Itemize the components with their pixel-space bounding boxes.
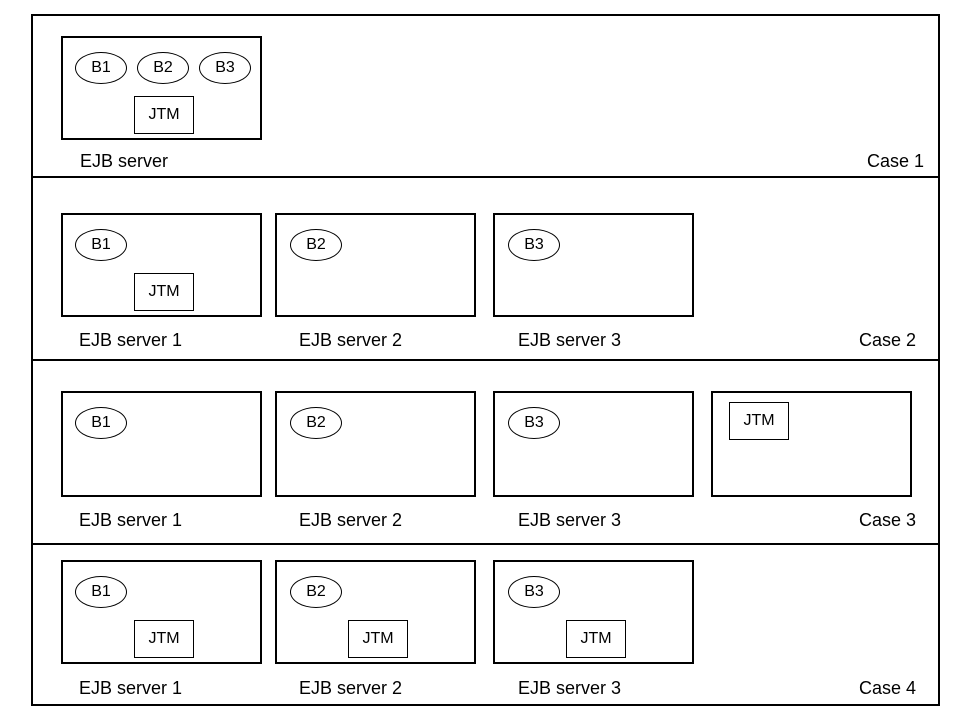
case4-server-1-label: EJB server 1 xyxy=(79,678,183,698)
case4-server-3-label: EJB server 3 xyxy=(518,678,622,698)
jtm-box: JTM xyxy=(134,620,194,658)
case2-ejb-server-3-box: B3 xyxy=(493,213,694,317)
case2-ejb-server-1-box: B1 JTM xyxy=(61,213,262,317)
case1-server-label: EJB server xyxy=(80,151,169,171)
case4-ejb-server-2-box: B2 JTM xyxy=(275,560,476,664)
bean-b2: B2 xyxy=(290,229,342,261)
bean-b2: B2 xyxy=(137,52,189,84)
case1-ejb-server-box: B1 B2 B3 JTM xyxy=(61,36,262,140)
bean-b2: B2 xyxy=(290,576,342,608)
bean-b3: B3 xyxy=(199,52,251,84)
case3-server-2-label: EJB server 2 xyxy=(299,510,403,530)
case-divider xyxy=(31,543,940,545)
jtm-box: JTM xyxy=(134,273,194,311)
case3-server-1-label: EJB server 1 xyxy=(79,510,183,530)
case4-label: Case 4 xyxy=(858,678,916,698)
jtm-box: JTM xyxy=(729,402,789,440)
bean-b3: B3 xyxy=(508,576,560,608)
bean-b1: B1 xyxy=(75,229,127,261)
case3-jtm-server-box: JTM xyxy=(711,391,912,497)
bean-b1: B1 xyxy=(75,52,127,84)
case4-server-2-label: EJB server 2 xyxy=(299,678,403,698)
bean-b3: B3 xyxy=(508,407,560,439)
jtm-box: JTM xyxy=(348,620,408,658)
case1-label: Case 1 xyxy=(866,151,924,171)
case4-ejb-server-3-box: B3 JTM xyxy=(493,560,694,664)
case-divider xyxy=(31,176,940,178)
case3-server-3-label: EJB server 3 xyxy=(518,510,622,530)
case-divider xyxy=(31,359,940,361)
case4-ejb-server-1-box: B1 JTM xyxy=(61,560,262,664)
case2-label: Case 2 xyxy=(858,330,916,350)
bean-b2: B2 xyxy=(290,407,342,439)
jtm-box: JTM xyxy=(566,620,626,658)
jtm-box: JTM xyxy=(134,96,194,134)
case2-ejb-server-2-box: B2 xyxy=(275,213,476,317)
case3-ejb-server-3-box: B3 xyxy=(493,391,694,497)
case2-server-3-label: EJB server 3 xyxy=(518,330,622,350)
case2-server-1-label: EJB server 1 xyxy=(79,330,183,350)
bean-b3: B3 xyxy=(508,229,560,261)
case3-ejb-server-2-box: B2 xyxy=(275,391,476,497)
case3-ejb-server-1-box: B1 xyxy=(61,391,262,497)
bean-b1: B1 xyxy=(75,407,127,439)
case2-server-2-label: EJB server 2 xyxy=(299,330,403,350)
bean-b1: B1 xyxy=(75,576,127,608)
case3-label: Case 3 xyxy=(858,510,916,530)
